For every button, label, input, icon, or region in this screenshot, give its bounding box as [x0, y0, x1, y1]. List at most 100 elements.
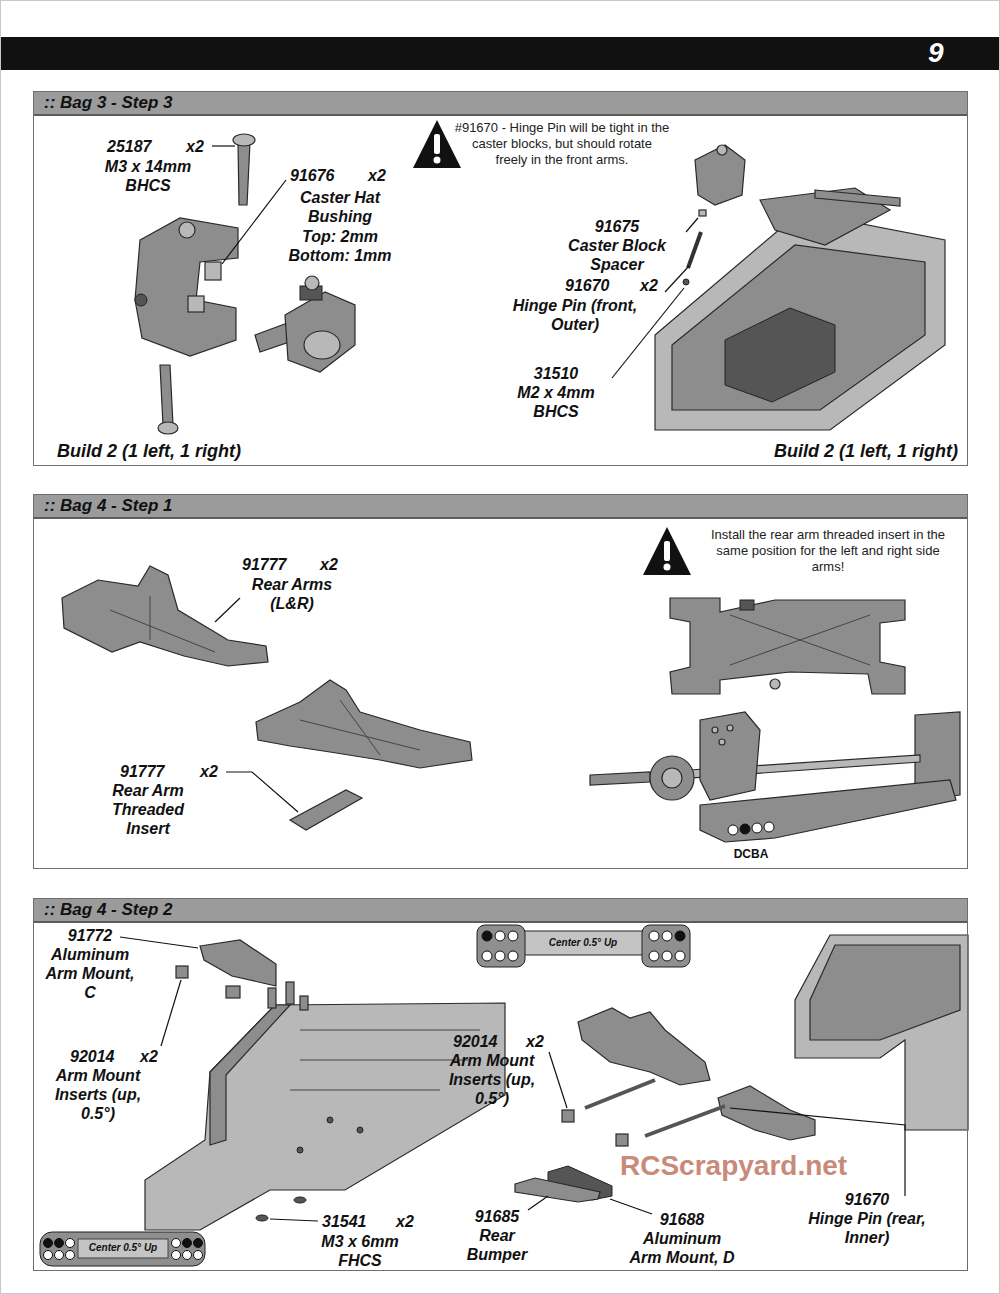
- rear-arm: [62, 566, 268, 666]
- quantity-mark: x2: [320, 555, 338, 574]
- leader-line: [686, 218, 698, 232]
- leader-line: [665, 266, 689, 292]
- chassis-plate: [795, 935, 968, 1130]
- rear-hub-assembly: [590, 772, 650, 785]
- chassis-plate: [297, 1147, 303, 1153]
- part-name: Rear Arms (L&R): [242, 575, 342, 613]
- chassis-assembly: [672, 245, 925, 410]
- part-spec: Top: 2mm: [302, 227, 378, 246]
- callout-number: 31541: [322, 1212, 367, 1231]
- warning-symbol: [643, 527, 691, 575]
- fhcs-screw: [256, 1197, 306, 1221]
- arm-mount-graphic: [495, 951, 505, 961]
- steering-knuckle: [285, 292, 355, 372]
- chassis-plate: [327, 1117, 333, 1123]
- part-name: Rear Bumper: [457, 1226, 537, 1264]
- hinge-pin: [645, 1106, 725, 1136]
- caster-block: [179, 222, 195, 238]
- part-name: M2 x 4mm BHCS: [506, 383, 606, 421]
- leader-line: [528, 1196, 548, 1210]
- arm-mount-graphic: [520, 931, 646, 955]
- step-heading: :: Bag 3 - Step 3: [34, 92, 967, 116]
- arm-mount-graphic: [482, 951, 492, 961]
- warning-symbol: [664, 564, 671, 571]
- position-letters: DCBA: [734, 847, 769, 861]
- caster-hat-bushing: [188, 296, 204, 312]
- leader-line: [222, 180, 286, 264]
- rear-arm: [110, 596, 215, 652]
- part-name: Aluminum Arm Mount, D: [626, 1229, 738, 1267]
- bhcs-screw: [233, 134, 255, 146]
- fhcs-screw: [294, 1197, 306, 1203]
- chassis-plate: [210, 1005, 290, 1145]
- leader-line: [215, 598, 240, 622]
- quantity-mark: x2: [140, 1047, 158, 1066]
- caster-block: [695, 145, 745, 205]
- arm-mount-graphic: [508, 951, 518, 961]
- fhcs-screw: [256, 1215, 268, 1221]
- caster-block: [135, 218, 238, 356]
- rear-arm-top-view: [730, 615, 870, 665]
- arm-mount-graphic: [194, 1251, 203, 1260]
- leader-line: [212, 146, 286, 264]
- warning-note: #91670 - Hinge Pin will be tight in the …: [455, 120, 670, 168]
- callout-number: 91675: [595, 217, 640, 236]
- quantity-mark: x2: [640, 276, 658, 295]
- arm-mount-graphic: [477, 925, 525, 967]
- rear-arm: [300, 700, 420, 755]
- chassis-plate: [300, 996, 308, 1010]
- steering-knuckle: [304, 331, 340, 359]
- warning-symbol: [434, 134, 440, 154]
- build-note: Build 2 (1 left, 1 right): [774, 441, 958, 462]
- callout-number: 91777: [242, 555, 287, 574]
- callout-number: 91777: [120, 762, 165, 781]
- rear-hub-assembly: [740, 824, 750, 834]
- build-note: Build 2 (1 left, 1 right): [57, 441, 241, 462]
- rear-arm: [578, 1008, 815, 1140]
- chassis-assembly: [655, 212, 945, 430]
- arm-mount-graphic: [55, 1239, 64, 1248]
- rear-bumper: [515, 1178, 600, 1202]
- quantity-mark: x2: [396, 1212, 414, 1231]
- leader-line: [120, 937, 318, 1221]
- arm-mount-graphic: [55, 1251, 64, 1260]
- warning-symbol: [413, 120, 461, 168]
- rear-hub-assembly: [764, 822, 774, 832]
- chassis-plate: [286, 982, 294, 1004]
- callout-number: 91670: [565, 276, 610, 295]
- leader-line: [226, 772, 298, 812]
- part-name: M3 x 14mm BHCS: [93, 157, 203, 195]
- caster-block: [717, 145, 727, 155]
- arm-mount-graphic: [194, 1239, 203, 1248]
- part-name: Arm Mount Inserts (up, 0.5°): [51, 1066, 146, 1123]
- part-name: Rear Arm Threaded Insert: [101, 781, 196, 838]
- arm-mount-graphic: [662, 951, 672, 961]
- rear-hub-assembly: [590, 712, 960, 842]
- arm-mount-graphic: [642, 925, 690, 967]
- rear-hub-assembly: [719, 739, 725, 745]
- hinge-pin: [585, 1080, 655, 1108]
- part-spec: Bottom: 1mm: [288, 246, 391, 265]
- callout-number: 91772: [68, 926, 113, 945]
- chassis-plate: [795, 935, 968, 1130]
- arm-mount-graphic: [649, 931, 659, 941]
- rear-arm: [62, 566, 268, 666]
- leader-line: [528, 1052, 905, 1214]
- header-bar: [0, 37, 1000, 70]
- arm-mount-graphic: [40, 1232, 205, 1266]
- warning-note: Install the rear arm threaded insert in …: [706, 527, 951, 575]
- step-heading: :: Bag 4 - Step 2: [34, 899, 967, 923]
- quantity-mark: x2: [526, 1032, 544, 1051]
- bhcs-screw: [233, 134, 255, 205]
- rear-arm-top-view: [670, 598, 905, 694]
- callout-number: 91670: [845, 1190, 890, 1209]
- arm-mount-graphic: [66, 1251, 75, 1260]
- caster-block: [135, 294, 147, 306]
- threaded-insert: [290, 790, 362, 830]
- arm-mount-c: [176, 966, 188, 978]
- rear-arm-top-view: [670, 598, 905, 694]
- part-name: Caster Hat Bushing: [275, 188, 405, 226]
- page-number: 9: [928, 37, 944, 69]
- arm-mount-graphic: [675, 931, 685, 941]
- watermark: RCScrapyard.net: [620, 1150, 847, 1182]
